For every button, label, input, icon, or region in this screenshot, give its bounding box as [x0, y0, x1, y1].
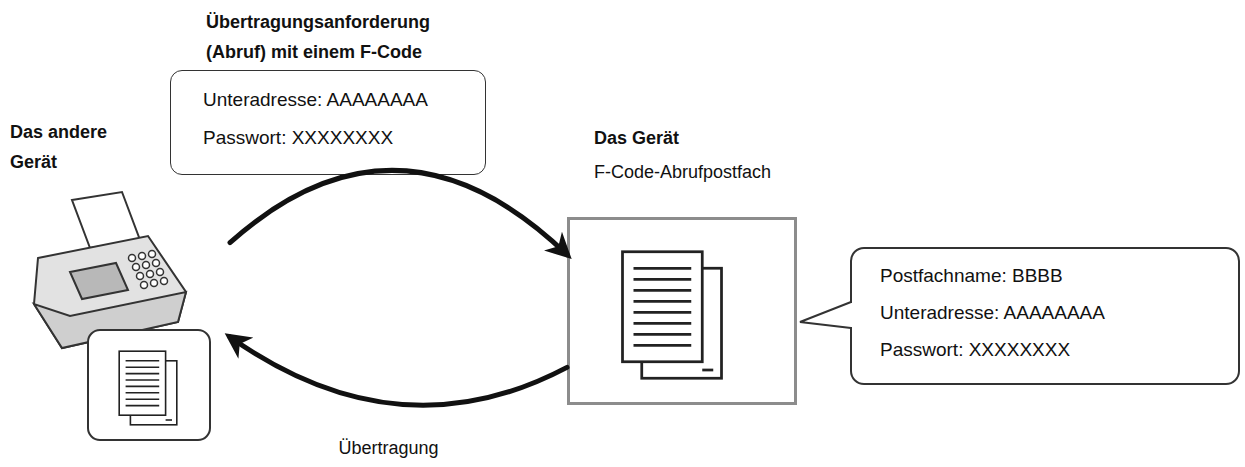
field-text: Passwort: XXXXXXXX: [203, 127, 393, 149]
callout-bubble: Postfachname: BBBB Unteradresse: AAAAAAAA…: [850, 247, 1240, 385]
callout-pointer: [800, 302, 854, 328]
device-label: Das andere Gerät: [10, 117, 120, 177]
flow-arrow: [230, 337, 567, 405]
flow-arrow: [230, 170, 567, 254]
request-box: Übertragungsanforderung (Abruf) mit eine…: [170, 70, 486, 175]
field-text: Passwort: XXXXXXXX: [880, 339, 1070, 361]
received-documents: [88, 330, 210, 440]
device-label: Das Gerät: [594, 128, 679, 149]
field-text: Postfachname: BBBB: [880, 265, 1063, 287]
field-text: Unteradresse: AAAAAAAA: [203, 89, 428, 111]
stored-documents: [623, 252, 722, 379]
fax-device: Das andere Gerät: [30, 185, 230, 345]
request-heading: Übertragungsanforderung (Abruf) mit eine…: [206, 7, 466, 67]
edge-label: Übertragung: [338, 438, 438, 459]
fax-machine: [34, 192, 186, 348]
mailbox-box: Das GerätF-Code-Abrufpostfach: [567, 217, 797, 405]
field-text: Unteradresse: AAAAAAAA: [880, 302, 1105, 324]
mailbox-label: F-Code-Abrufpostfach: [594, 162, 771, 183]
